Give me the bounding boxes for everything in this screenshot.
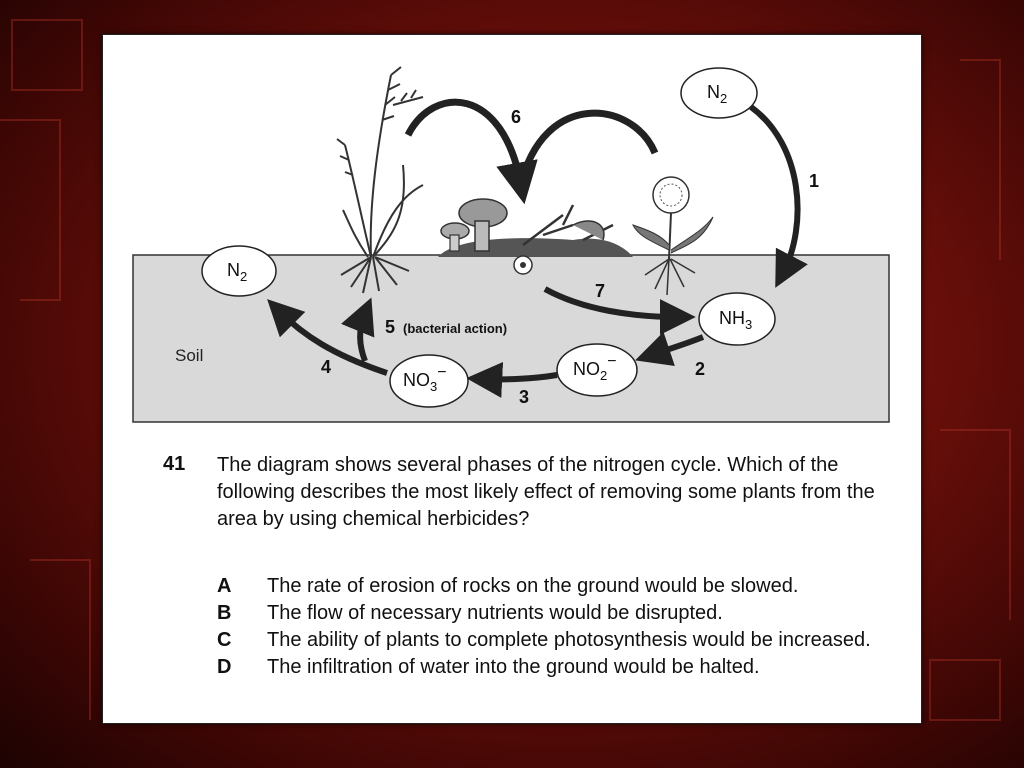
step-label-3: 3 bbox=[519, 387, 529, 407]
node-no3: NO3− bbox=[389, 354, 469, 408]
nitrogen-cycle-diagram: Soil bbox=[132, 66, 890, 423]
soil-label: Soil bbox=[175, 346, 203, 365]
arrow-6-right-arc bbox=[517, 109, 659, 186]
step-label-4: 4 bbox=[321, 357, 331, 377]
step-label-7: 7 bbox=[595, 281, 605, 301]
question-number: 41 bbox=[163, 453, 186, 475]
arrow-3 bbox=[466, 361, 558, 398]
step-label-1: 1 bbox=[809, 171, 819, 191]
arrow-6-left-arc bbox=[404, 98, 538, 205]
choice-text: The rate of erosion of rocks on the grou… bbox=[267, 575, 799, 597]
step-label-6: 6 bbox=[511, 107, 521, 127]
arrow-7 bbox=[543, 286, 696, 335]
step-label-2: 2 bbox=[695, 359, 705, 379]
choice-letter: A bbox=[217, 575, 232, 597]
slide-card: Soil bbox=[102, 34, 922, 724]
node-n2-soil: N2 bbox=[201, 245, 277, 297]
arrow-2 bbox=[635, 331, 705, 367]
choice-letter: B bbox=[217, 602, 232, 624]
choice-letter: C bbox=[217, 629, 232, 651]
svg-text:NO3−: NO3− bbox=[403, 364, 447, 394]
choice-text: The ability of plants to complete photos… bbox=[267, 629, 871, 651]
choice-letter: D bbox=[217, 656, 232, 678]
svg-text:NO2−: NO2− bbox=[573, 353, 617, 383]
step-label-5: 5 bbox=[385, 317, 395, 337]
choice-text: The infiltration of water into the groun… bbox=[267, 656, 760, 678]
svg-text:N2: N2 bbox=[707, 82, 727, 106]
node-n2-top: N2 bbox=[680, 67, 758, 119]
choice-a[interactable]: A The rate of erosion of rocks on the gr… bbox=[217, 573, 897, 600]
choice-c[interactable]: C The ability of plants to complete phot… bbox=[217, 627, 897, 654]
node-no2: NO2− bbox=[556, 343, 638, 397]
answer-choices: A The rate of erosion of rocks on the gr… bbox=[217, 573, 897, 681]
grass-plant-illustration bbox=[336, 66, 424, 294]
arrow-1 bbox=[749, 104, 808, 288]
decomposer-illustration bbox=[438, 198, 633, 275]
arrow-5 bbox=[341, 297, 375, 363]
svg-text:NH3: NH3 bbox=[719, 308, 752, 332]
arrow-4 bbox=[267, 299, 388, 376]
svg-text:N2: N2 bbox=[227, 260, 247, 284]
choice-d[interactable]: D The infiltration of water into the gro… bbox=[217, 654, 897, 681]
choice-text: The flow of necessary nutrients would be… bbox=[267, 602, 723, 624]
question-text: The diagram shows several phases of the … bbox=[217, 454, 875, 530]
bacterial-action-note: (bacterial action) bbox=[403, 321, 507, 336]
flower-plant-illustration bbox=[632, 176, 714, 296]
node-nh3: NH3 bbox=[698, 292, 776, 346]
choice-b[interactable]: B The flow of necessary nutrients would … bbox=[217, 600, 897, 627]
